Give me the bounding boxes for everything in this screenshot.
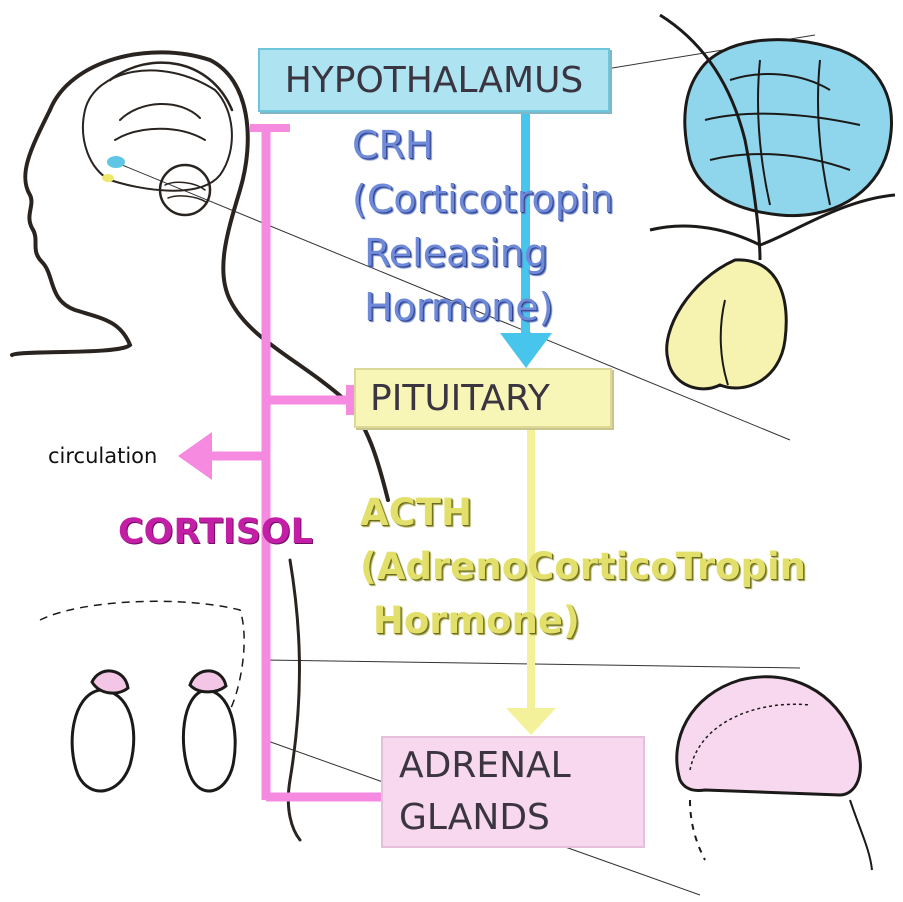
adrenal-gland-illustration [677, 677, 872, 870]
adrenal-glands-box: ADRENAL GLANDS [381, 736, 645, 848]
pituitary-label: PITUITARY [370, 378, 550, 419]
circulation-label: circulation [48, 444, 157, 468]
hypothalamus-label: HYPOTHALAMUS [285, 60, 584, 101]
hypothalamus-pituitary-illustration [650, 15, 895, 389]
pituitary-spot-icon [102, 174, 114, 182]
adrenal-label-line2: GLANDS [399, 792, 643, 844]
crh-label: CRH (Corticotropin Releasing Hormone) [352, 118, 614, 334]
hypothalamus-box: HYPOTHALAMUS [258, 48, 610, 112]
cortisol-label: CORTISOL [118, 512, 313, 552]
acth-label: ACTH (AdrenoCorticoTropin Hormone) [360, 486, 806, 648]
hypothalamus-spot-icon [107, 156, 125, 168]
circulation-arrow-head [178, 432, 212, 480]
pituitary-box: PITUITARY [354, 368, 612, 428]
adrenal-label-line1: ADRENAL [399, 740, 643, 792]
kidneys-adrenal-illustration [40, 601, 244, 791]
